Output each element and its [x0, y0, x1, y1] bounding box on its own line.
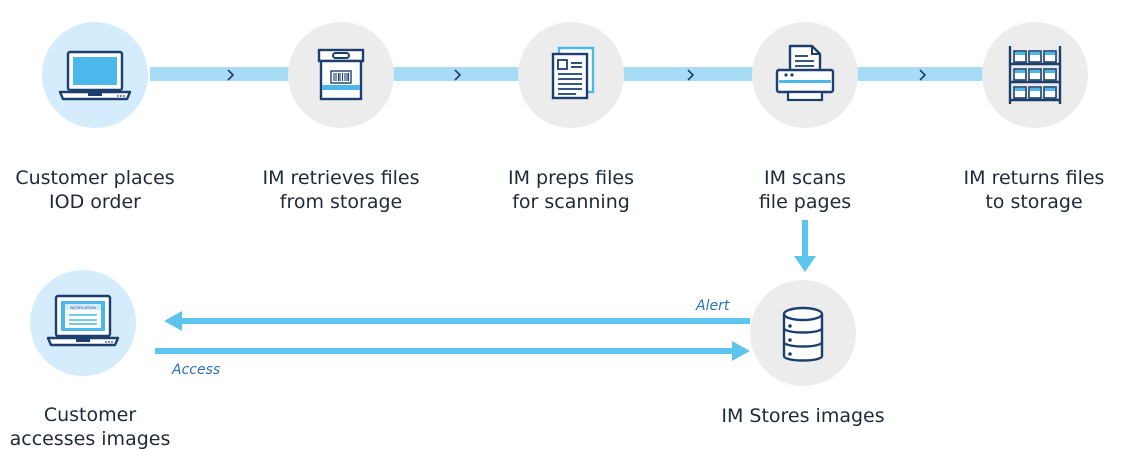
- alert-arrow: [164, 311, 750, 331]
- step-2-circle: [288, 22, 394, 128]
- down-arrow: [794, 220, 816, 272]
- down-arrow-head: [794, 256, 816, 272]
- database-icon: [782, 306, 824, 362]
- access-arrow: [155, 341, 750, 361]
- step-4-label-line1: IM scans: [764, 167, 846, 189]
- chevron-right-icon: [454, 69, 462, 81]
- step-5-label-line1: IM returns files: [963, 167, 1105, 189]
- access-label: Access: [172, 362, 221, 378]
- chevron-right-icon: [227, 69, 235, 81]
- customer-access-circle: NOTIFICATION: [30, 270, 136, 376]
- step-2-label-line1: IM retrieves files: [262, 167, 420, 189]
- shelves-icon: [1008, 46, 1062, 104]
- documents-icon: [551, 46, 595, 100]
- step-2-label-line2: from storage: [279, 191, 403, 213]
- scanner-icon: [775, 44, 835, 102]
- chevron-right-icon: [919, 69, 927, 81]
- down-arrow-shaft: [802, 220, 808, 260]
- step-1-circle: [42, 22, 148, 128]
- alert-arrow-shaft: [178, 318, 750, 324]
- step-4-label-line2: file pages: [758, 191, 852, 213]
- alert-label: Alert: [696, 298, 730, 314]
- step-3-label-line1: IM preps files: [507, 167, 634, 189]
- customer-access-label-line1: Customer: [43, 404, 137, 426]
- step-5-circle: [982, 22, 1088, 128]
- step-3-circle: [518, 22, 624, 128]
- image-storage-label: IM Stores images: [693, 404, 913, 428]
- laptop-notification-icon: NOTIFICATION: [46, 294, 120, 347]
- step-2-label: IM retrieves files from storage: [231, 166, 451, 214]
- storage-box-icon: [317, 48, 365, 101]
- connector-chevrons: [227, 69, 927, 81]
- step-1-label: Customer places IOD order: [0, 166, 205, 214]
- image-storage-circle: [750, 280, 856, 386]
- step-5-label-line2: to storage: [985, 191, 1083, 213]
- step-1-label-line2: IOD order: [49, 191, 141, 213]
- laptop-icon: [58, 50, 132, 101]
- step-4-circle: [752, 22, 858, 128]
- step-4-label: IM scans file pages: [695, 166, 915, 214]
- chevron-right-icon: [687, 69, 695, 81]
- customer-access-label-line2: accesses images: [9, 428, 171, 450]
- alert-arrow-head: [164, 311, 182, 331]
- step-3-label: IM preps files for scanning: [461, 166, 681, 214]
- image-storage-label-text: IM Stores images: [721, 405, 885, 427]
- access-arrow-shaft: [155, 348, 735, 354]
- access-arrow-head: [732, 341, 750, 361]
- customer-access-label: Customer accesses images: [0, 403, 200, 451]
- step-1-label-line1: Customer places: [15, 167, 175, 189]
- notification-text: NOTIFICATION: [70, 306, 96, 310]
- step-3-label-line2: for scanning: [512, 191, 630, 213]
- step-5-label: IM returns files to storage: [924, 166, 1122, 214]
